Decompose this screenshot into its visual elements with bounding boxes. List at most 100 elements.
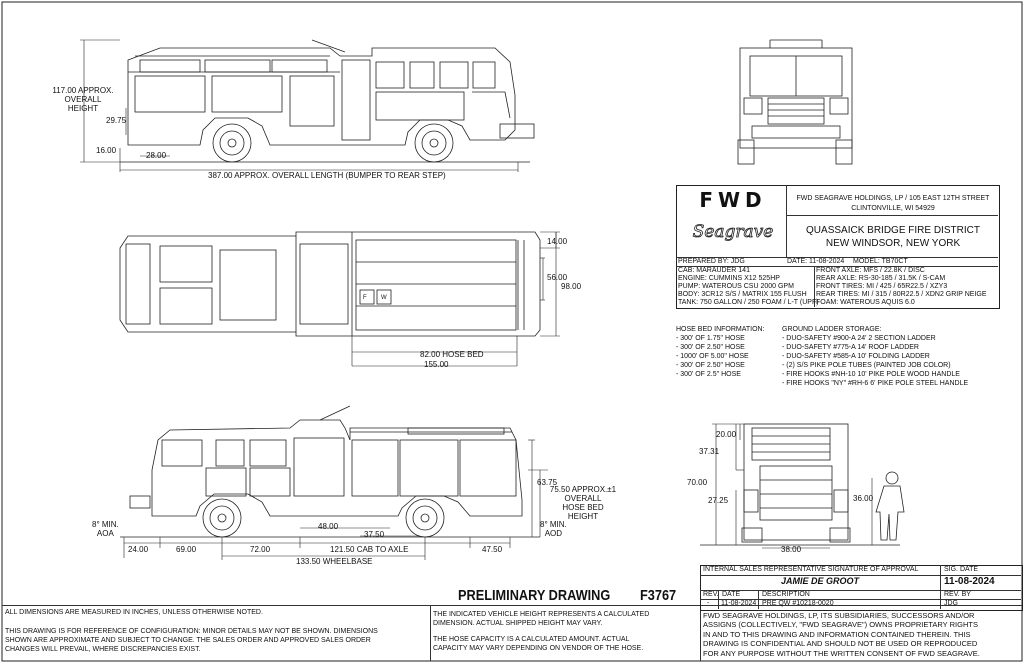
dim-63-75: 63.75 — [537, 478, 558, 487]
spec-left-3: BODY: 3CR12 S/S / MATRIX 155 FLUSH — [678, 291, 807, 298]
description-label: DESCRIPTION — [762, 591, 810, 598]
spec-divider-v — [786, 185, 787, 257]
hose-bed-item: - 1000' OF 5.00" HOSE — [676, 353, 749, 360]
spec-divider-v2 — [814, 266, 815, 307]
ladder-title: GROUND LADDER STORAGE: — [782, 326, 882, 333]
rear-view — [700, 423, 905, 546]
hose-capacity-note: THE HOSE CAPACITY IS A CALCULATED AMOUNT… — [433, 636, 644, 652]
plan-view — [119, 231, 541, 337]
spec-left-0: CAB: MARAUDER 141 — [678, 267, 750, 274]
spec-right-2: FRONT TIRES: MI / 425 / 65R22.5 / XZY3 — [816, 283, 948, 290]
ladder-item: - FIRE HOOKS #NH-10 10' PIKE POLE WOOD H… — [782, 371, 960, 378]
dim-24: 24.00 — [128, 545, 149, 554]
dim-155: 155.00 — [424, 360, 449, 369]
sig-date-label: SIG. DATE — [944, 566, 979, 573]
preliminary-drawing-label: PRELIMINARY DRAWING — [458, 587, 611, 604]
drawing-number: F3767 — [640, 587, 677, 604]
height-note: THE INDICATED VEHICLE HEIGHT REPRESENTS … — [433, 611, 650, 627]
prepared-by: PREPARED BY: JDG — [678, 258, 745, 265]
dim-98: 98.00 — [561, 282, 582, 291]
spec-divider-h3 — [676, 266, 998, 267]
rev-date: 11-08-2024 — [721, 600, 757, 607]
approval-line-1 — [700, 575, 1021, 576]
approver-name: JAMIE DE GROOT — [780, 576, 859, 586]
proprietary-note: FWD SEAGRAVE HOLDINGS, LP, ITS SUBSIDIAR… — [703, 611, 980, 658]
customer-name: QUASSAICK BRIDGE FIRE DISTRICT NEW WINDS… — [806, 225, 980, 249]
rev-label: REV. — [703, 591, 719, 598]
spec-left-2: PUMP: WATEROUS CSU 2000 GPM — [678, 283, 794, 290]
dim-38: 38.00 — [781, 545, 802, 554]
hose-bed-item: - 300' OF 1.75" HOSE — [676, 335, 745, 342]
dim-47-50: 47.50 — [482, 545, 503, 554]
spec-right-0: FRONT AXLE: MFS / 22.8K / DISC — [816, 267, 925, 274]
overall-length-dim: 387.00 APPROX. OVERALL LENGTH (BUMPER TO… — [208, 171, 446, 180]
seagrave-logo: Seagrave — [692, 222, 774, 243]
dim-16: 16.00 — [96, 146, 117, 155]
dim-48: 48.00 — [318, 522, 339, 531]
footer-top-line — [2, 605, 1022, 606]
hose-bed-title: HOSE BED INFORMATION: — [676, 326, 765, 333]
rev-by-label: REV. BY — [944, 591, 971, 598]
side-view-lower — [120, 405, 540, 538]
dim-28: 28.00 — [146, 151, 167, 160]
approval-line-3 — [700, 599, 1021, 600]
dimensions-note: ALL DIMENSIONS ARE MEASURED IN INCHES, U… — [5, 609, 263, 616]
ladder-item: - (2) S/S PIKE POLE TUBES (PAINTED JOB C… — [782, 362, 951, 369]
company-address: FWD SEAGRAVE HOLDINGS, LP / 105 EAST 12T… — [796, 195, 990, 212]
hose-bed-item: - 300' OF 2.5" HOSE — [676, 371, 741, 378]
overall-height-dim: 117.00 APPROX. OVERALL HEIGHT — [52, 86, 114, 113]
wheelbase-dim: 133.50 WHEELBASE — [296, 557, 373, 566]
hose-bed-item: - 300' OF 2.50" HOSE — [676, 362, 745, 369]
sig-date: 11-08-2024 — [944, 576, 995, 587]
dim-29-75: 29.75 — [106, 116, 127, 125]
cab-to-axle-dim: 121.50 CAB TO AXLE — [330, 545, 409, 554]
approval-divider-v1 — [940, 565, 941, 609]
approval-line-2 — [700, 590, 1021, 591]
dim-37-50: 37.50 — [364, 530, 385, 539]
ladder-item: - DUO-SAFETY #900-A 24' 2 SECTION LADDER — [782, 335, 936, 342]
dim-69: 69.00 — [176, 545, 197, 554]
ladder-item: - DUO-SAFETY #585-A 10' FOLDING LADDER — [782, 353, 930, 360]
rev-value: - — [707, 600, 710, 607]
reference-note: THIS DRAWING IS FOR REFERENCE OF CONFIGU… — [5, 628, 378, 653]
ladder-item: - DUO-SAFETY #775-A 14' ROOF LADDER — [782, 344, 919, 351]
plan-label-w: W — [381, 295, 387, 301]
hose-bed-height-dim: 75.50 APPROX.±1 OVERALL HOSE BED HEIGHT — [549, 485, 617, 521]
dim-27-25: 27.25 — [708, 496, 729, 505]
rev-by: JDG — [944, 600, 958, 607]
fwd-logo: FWD — [699, 188, 767, 212]
dim-14: 14.00 — [547, 237, 568, 246]
plan-label-f: F — [363, 295, 367, 301]
spec-right-1: REAR AXLE: RS-30-185 / 31.5K / S-CAM — [816, 275, 946, 282]
spec-model: MODEL: TB70CT — [853, 258, 908, 265]
footer-divider-1 — [430, 605, 431, 661]
spec-right-3: REAR TIRES: MI / 315 / 80R22.5 / XDN2 GR… — [816, 291, 987, 298]
spec-block — [676, 185, 1000, 309]
front-view — [737, 39, 853, 165]
hose-bed-dim: 82.00 HOSE BED — [420, 350, 484, 359]
date-label: DATE — [722, 591, 741, 598]
spec-right-4: FOAM: WATEROUS AQUIS 6.0 — [816, 299, 915, 306]
spec-divider-h1 — [786, 215, 998, 216]
dim-56: 56.00 — [547, 273, 568, 282]
approval-block — [700, 565, 1023, 611]
ladder-item: - FIRE HOOKS "NY" #RH-6 6' PIKE POLE STE… — [782, 380, 969, 387]
approval-label: INTERNAL SALES REPRESENTATIVE SIGNATURE … — [703, 566, 919, 573]
spec-divider-h2 — [676, 257, 998, 258]
approval-divider-v2 — [718, 590, 719, 609]
aoa-dim: 8° MIN. AOA — [92, 520, 119, 538]
spec-date: DATE: 11-08-2024 — [787, 258, 845, 265]
rev-description: PRE QW #10218-0020 — [762, 600, 834, 607]
spec-left-1: ENGINE: CUMMINS X12 525HP — [678, 275, 780, 282]
side-view-upper — [120, 39, 535, 163]
dim-36: 36.00 — [853, 494, 874, 503]
dim-20: 20.00 — [716, 430, 737, 439]
dim-72: 72.00 — [250, 545, 271, 554]
dim-37-31: 37.31 — [699, 447, 720, 456]
hose-bed-item: - 300' OF 2.50" HOSE — [676, 344, 745, 351]
aod-dim: 8° MIN. AOD — [540, 520, 567, 538]
spec-left-4: TANK: 750 GALLON / 250 FOAM / L-T (UPF) — [678, 299, 819, 306]
dim-70: 70.00 — [687, 478, 708, 487]
approval-divider-v3 — [758, 590, 759, 609]
